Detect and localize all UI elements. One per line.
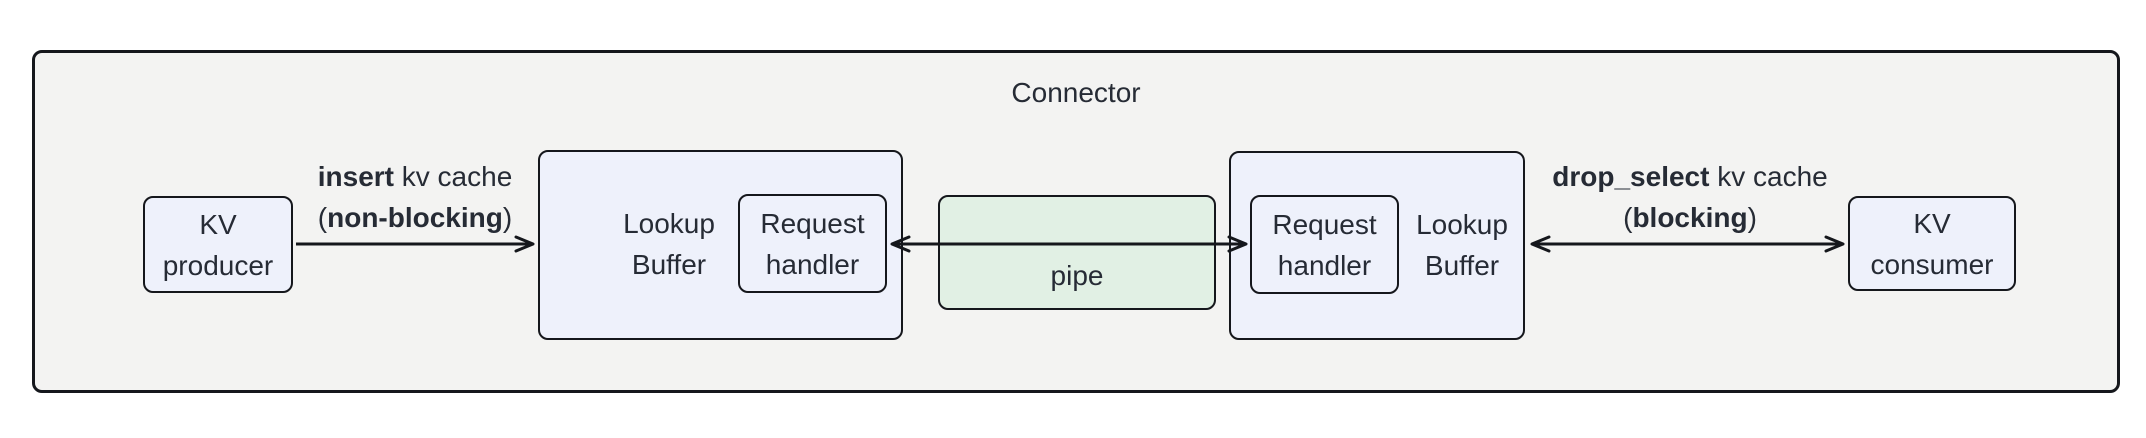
kv-producer-label: KV producer: [162, 208, 274, 281]
lookup-buffer-left-label: Lookup Buffer: [623, 207, 715, 280]
node-lookup-buffer-left: Lookup Buffer Request handler: [538, 150, 903, 340]
node-kv-producer: KV producer: [143, 196, 293, 293]
node-kv-consumer: KV consumer: [1848, 196, 2016, 291]
lookup-buffer-right-label: Lookup Buffer: [1416, 208, 1508, 281]
edge-label-drop-select-line1: drop_select kv cache: [1552, 161, 1828, 192]
edge-label-insert: insert kv cache (non-blocking): [255, 156, 575, 238]
node-pipe: pipe: [938, 195, 1216, 310]
edge-label-drop-select: drop_select kv cache (blocking): [1490, 156, 1890, 238]
node-request-handler-right: Request handler: [1250, 195, 1399, 294]
node-lookup-buffer-right: Request handler Lookup Buffer: [1229, 151, 1525, 340]
node-request-handler-left: Request handler: [738, 194, 887, 293]
connector-title: Connector: [1011, 77, 1141, 108]
request-handler-right-label: Request handler: [1272, 208, 1377, 281]
request-handler-left-label: Request handler: [760, 207, 865, 280]
pipe-label: pipe: [1050, 260, 1104, 291]
edge-label-insert-line2: (non-blocking): [317, 202, 513, 233]
kv-consumer-label: KV consumer: [1870, 207, 1994, 280]
edge-label-insert-line1: insert kv cache: [317, 161, 513, 192]
edge-label-drop-select-line2: (blocking): [1623, 202, 1757, 233]
